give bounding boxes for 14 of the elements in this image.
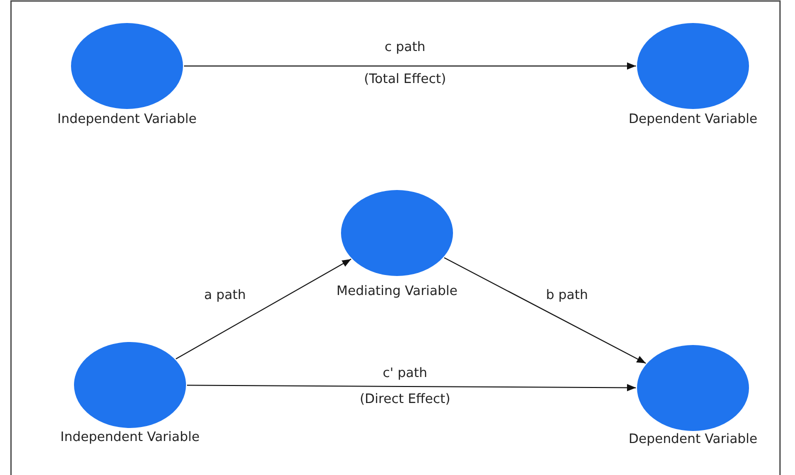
arrow <box>184 62 636 70</box>
arrow <box>186 384 636 392</box>
node-label: Dependent Variable <box>628 111 758 129</box>
edge-label: c' path <box>380 366 430 382</box>
edge-label: c path <box>382 40 428 56</box>
node-label: Dependent Variable <box>628 431 758 449</box>
node-label: Independent Variable <box>59 429 201 447</box>
node-label: Independent Variable <box>56 111 198 129</box>
edge-label: a path <box>202 288 248 304</box>
effect-note: (Direct Effect) <box>358 392 452 408</box>
arrow <box>444 257 646 364</box>
node-label: Mediating Variable <box>335 283 458 301</box>
edge-label: b path <box>544 288 590 304</box>
arrow <box>175 258 352 360</box>
